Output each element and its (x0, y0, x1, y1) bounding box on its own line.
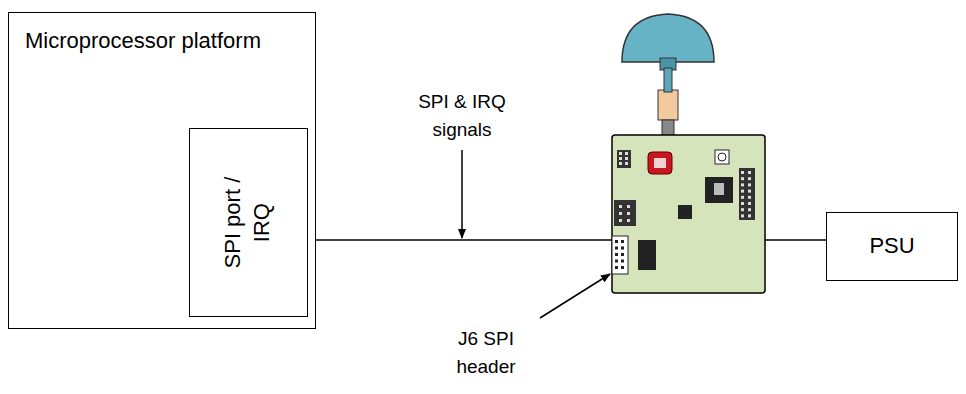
annotation-label: J6 SPI header (429, 325, 543, 380)
annotation-label: SPI & IRQ signals (405, 88, 519, 143)
header-arrow (540, 274, 610, 318)
box-label: PSU (869, 232, 914, 261)
port-box: SPI port / IRQ (189, 128, 308, 317)
box-label: SPI port / IRQ (219, 166, 276, 278)
box-label: Microprocessor platform (25, 27, 315, 56)
header-pins (615, 152, 751, 269)
component-box: PSU (826, 212, 958, 281)
component-box: Microprocessor platformSPI port / IRQ (8, 12, 316, 329)
spi-wire (315, 239, 613, 241)
antenna (622, 14, 714, 136)
eval-board (612, 135, 765, 293)
power-wire (765, 239, 826, 241)
signal-arrow (461, 150, 463, 238)
